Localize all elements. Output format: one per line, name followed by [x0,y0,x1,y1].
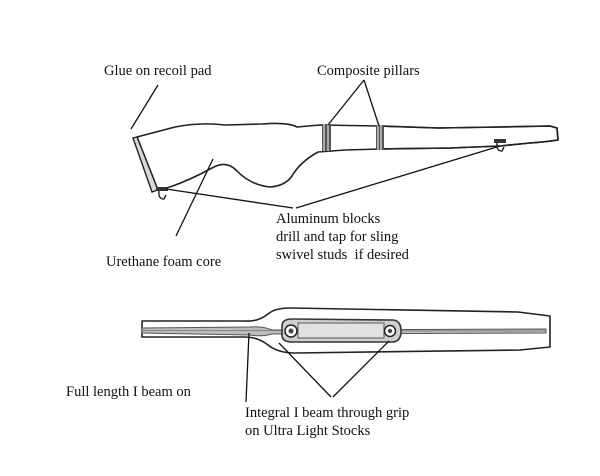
leader-integral-beam-right [332,340,390,398]
front-swivel-stud [494,139,506,152]
stock-body [136,122,559,191]
leader-pillar-rear [363,79,380,127]
pillar-front [322,124,331,151]
label-integral-beam: Integral I beam through grip on Ultra Li… [245,404,409,440]
pillar-rear [376,125,384,150]
leader-block-rear [165,188,294,209]
label-urethane-core: Urethane foam core [106,254,222,270]
label-full-length-beam: Full length I beam on [66,384,191,400]
label-composite-pillars: Composite pillars [317,63,420,79]
label-aluminum-blocks-line-3: swivel studs if desired [276,247,409,263]
leader-foam-core [175,158,214,237]
label-aluminum-blocks: Aluminum blocks drill and tap for sling … [276,210,409,264]
label-glue-recoil-pad: Glue on recoil pad [104,63,212,79]
label-aluminum-blocks-line-1: Aluminum blocks [276,211,381,227]
recoil-pad [132,136,159,193]
leader-block-front [295,145,501,209]
top-view-stock [141,307,551,354]
side-view-stock [132,122,559,200]
leader-integral-beam-left [278,342,332,398]
leader-full-beam [245,332,250,403]
leader-pillar-front [327,79,365,126]
label-integral-beam-line-2: on Ultra Light Stocks [245,423,371,439]
label-aluminum-blocks-line-2: drill and tap for sling [276,229,399,245]
label-integral-beam-line-1: Integral I beam through grip [245,405,410,421]
forend [379,125,559,150]
leader-recoil-pad [130,84,159,130]
rear-swivel-stud [156,187,168,200]
stock-outline-top [141,307,551,354]
